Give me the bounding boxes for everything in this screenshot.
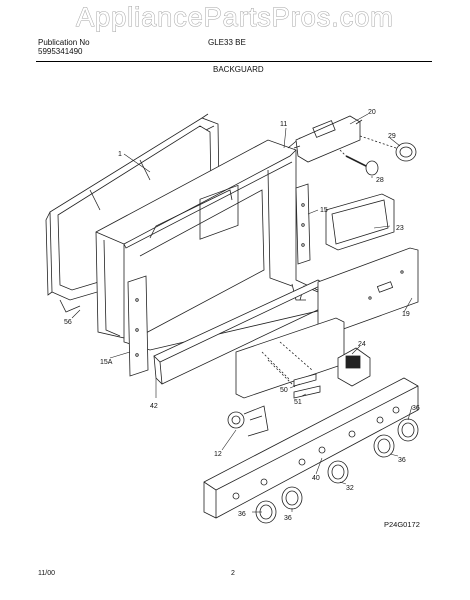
burner-knobs <box>255 418 419 524</box>
publication-label: Publication No <box>38 38 90 47</box>
section-title: BACKGUARD <box>213 65 264 74</box>
callout-50: 50 <box>280 387 288 394</box>
callout-11: 11 <box>280 121 287 128</box>
clock-assembly <box>293 115 363 163</box>
publication-number: 5995341490 <box>38 47 83 56</box>
callout-15: 15 <box>320 207 328 214</box>
callout-20: 20 <box>368 109 376 116</box>
display-window <box>325 193 395 251</box>
page-number: 2 <box>231 570 235 577</box>
callout-29: 29 <box>388 133 396 140</box>
manifold-panel <box>203 377 419 519</box>
callout-12: 12 <box>214 451 222 458</box>
clock-spring <box>339 149 379 176</box>
leader-lines <box>71 113 413 513</box>
callout-42: 42 <box>150 403 158 410</box>
footer-date: 11/00 <box>38 570 55 577</box>
switch-plate <box>235 317 371 399</box>
callout-56: 56 <box>64 319 72 326</box>
callout-1: 1 <box>118 151 122 158</box>
callout-36-a: 36 <box>238 511 246 518</box>
callout-32: 32 <box>346 485 354 492</box>
callout-15a: 15A <box>100 359 113 366</box>
callout-36-c: 36 <box>398 457 406 464</box>
callout-labels: 1 11 20 29 28 15 23 19 24 50 51 56 15A 4… <box>64 109 420 522</box>
clock-knob <box>359 135 417 162</box>
watermark: AppliancePartsPros.com <box>76 2 394 33</box>
callout-19: 19 <box>402 311 410 318</box>
gas-valve <box>227 405 269 437</box>
left-end-bracket <box>127 275 149 377</box>
callout-28: 28 <box>376 177 384 184</box>
callout-36-d: 36 <box>412 405 420 412</box>
callout-24: 24 <box>358 341 366 348</box>
figure-code: P24G0172 <box>384 520 420 529</box>
callout-40: 40 <box>312 475 320 482</box>
callout-23: 23 <box>396 225 404 232</box>
backguard-frame <box>95 137 323 351</box>
callout-36-b: 36 <box>284 515 292 522</box>
header-rule <box>36 61 432 62</box>
right-end-bracket <box>295 183 311 265</box>
callout-51: 51 <box>294 399 302 406</box>
model-number: GLE33 BE <box>208 38 246 47</box>
